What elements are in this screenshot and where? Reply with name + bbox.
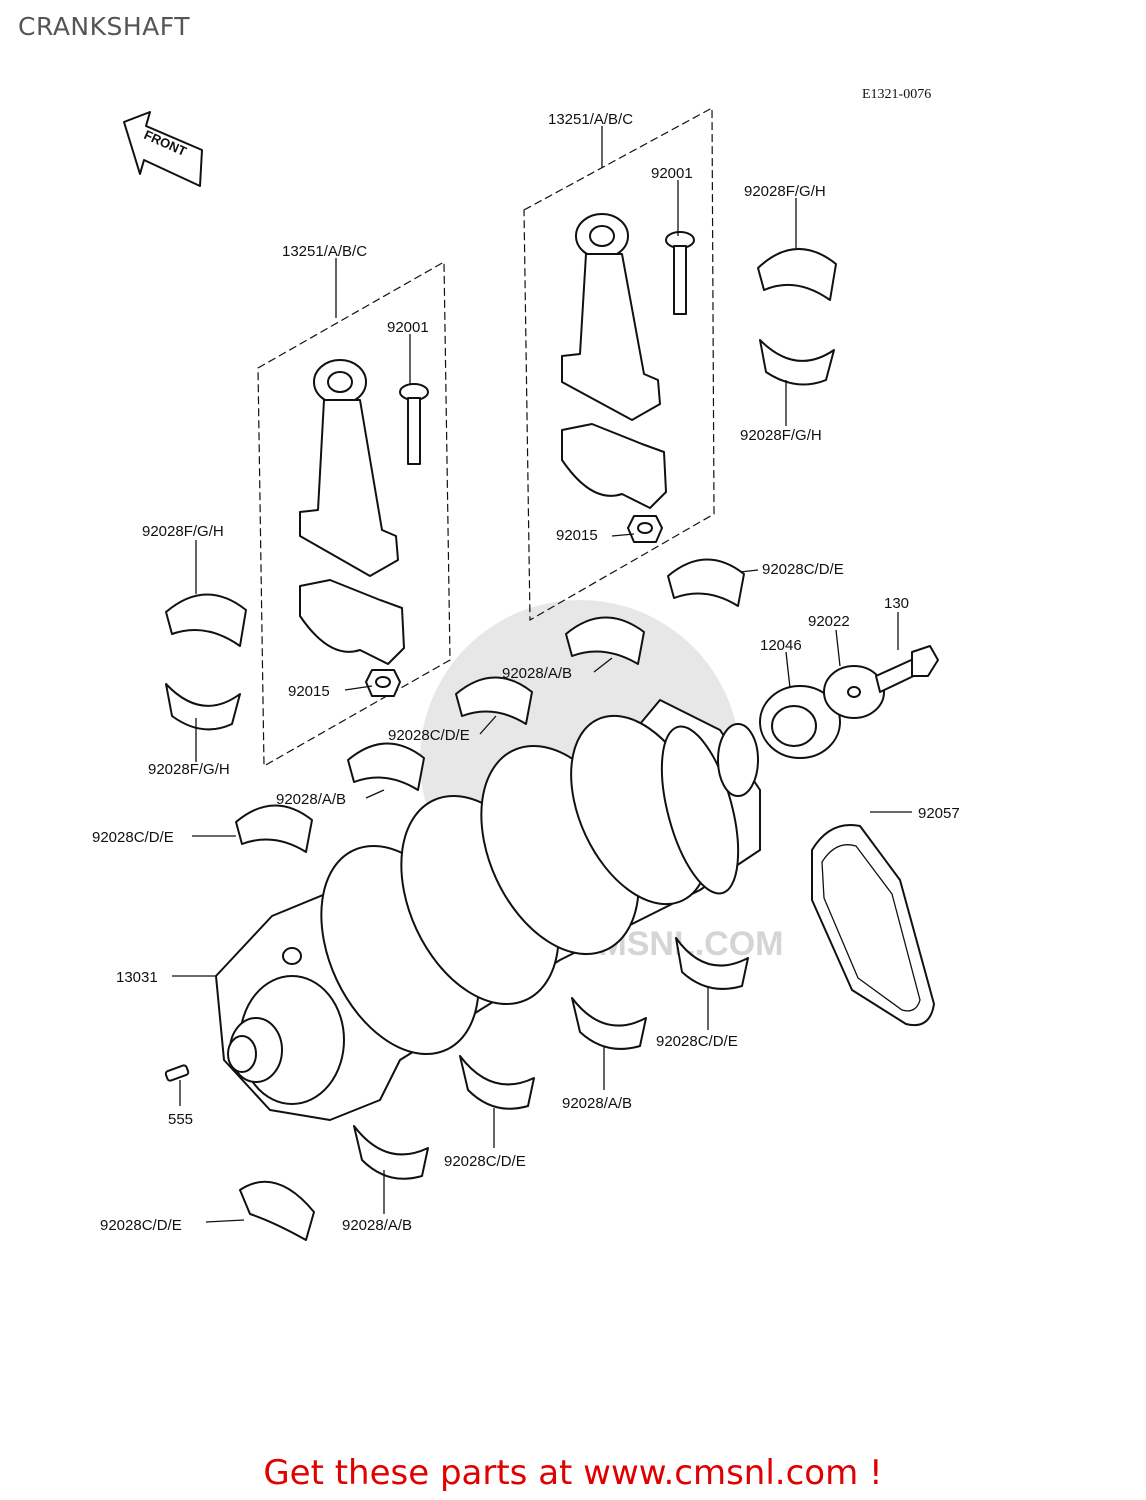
sprocket (759, 685, 841, 759)
main-bearing-lower-2 (571, 997, 647, 1050)
rod-bolt-left (399, 383, 429, 465)
rod-bearing-left-top (165, 593, 247, 647)
main-bearing-lower-5 (239, 1180, 315, 1241)
label-nut-left: 92015 (288, 683, 330, 700)
main-bearing-lower-3 (459, 1055, 535, 1110)
rod-group-left-box (257, 260, 451, 768)
page-title: CRANKSHAFT (18, 12, 190, 41)
rod-group-right-box (523, 106, 715, 622)
label-lb-cde-3: 92028C/D/E (100, 1217, 182, 1234)
rod-bearing-left-bottom (165, 683, 241, 731)
label-nut-right: 92015 (556, 527, 598, 544)
rod-bolt-right (665, 231, 695, 315)
label-bolt-right: 92001 (651, 165, 693, 182)
label-mb-ab-1: 92028/A/B (502, 665, 572, 682)
label-mb-cde-1: 92028C/D/E (762, 561, 844, 578)
rod-bearing-right-bottom (759, 339, 835, 386)
label-rb-fgh-bottom: 92028F/G/H (740, 427, 822, 444)
label-bolt-130: 130 (884, 595, 909, 612)
label-rb-fgh-top: 92028F/G/H (744, 183, 826, 200)
bolt-130 (875, 645, 939, 693)
leader-lines (172, 126, 912, 1223)
footer-link-text[interactable]: Get these parts at www.cmsnl.com ! (263, 1453, 883, 1493)
crankshaft (215, 699, 761, 1121)
label-mb-cde-2: 92028C/D/E (388, 727, 470, 744)
label-lb-fgh-top: 92028F/G/H (142, 523, 224, 540)
rod-nut-left (365, 669, 401, 697)
dowel-pin (164, 1064, 190, 1082)
main-bearing-upper-4 (347, 742, 425, 791)
rod-nut-right (627, 515, 663, 543)
main-bearing-upper-1 (667, 558, 745, 607)
label-bolt-left: 92001 (387, 319, 429, 336)
main-bearing-upper-3 (455, 676, 533, 725)
label-mb-cde-3: 92028C/D/E (92, 829, 174, 846)
front-arrow-icon: FRONT (123, 111, 203, 187)
connecting-rod-left (299, 359, 405, 665)
label-rod-right: 13251/A/B/C (548, 111, 633, 128)
label-washer: 92022 (808, 613, 850, 630)
diagram-code: E1321-0076 (862, 87, 931, 102)
crankshaft-exploded-diagram: WWW.CMSNL.COM E1321-0076 FRONT (92, 87, 960, 1241)
main-bearing-lower-4 (353, 1125, 429, 1180)
main-bearing-upper-5 (235, 804, 313, 853)
label-lb-fgh-bottom: 92028F/G/H (148, 761, 230, 778)
label-lb-ab-1: 92028/A/B (562, 1095, 632, 1112)
label-chain: 92057 (918, 805, 960, 822)
label-lb-cde-1: 92028C/D/E (656, 1033, 738, 1050)
rod-bearing-right-top (757, 248, 837, 301)
label-sprocket: 12046 (760, 637, 802, 654)
main-bearing-lower-1 (675, 937, 749, 990)
label-lb-cde-2: 92028C/D/E (444, 1153, 526, 1170)
connecting-rod-right (561, 213, 667, 509)
washer (823, 665, 885, 719)
cam-chain (811, 824, 935, 1026)
label-lb-ab-2: 92028/A/B (342, 1217, 412, 1234)
label-rod-left: 13251/A/B/C (282, 243, 367, 260)
label-crankshaft: 13031 (116, 969, 158, 986)
main-bearing-upper-2 (565, 616, 645, 665)
label-mb-ab-2: 92028/A/B (276, 791, 346, 808)
label-pin: 555 (168, 1111, 193, 1128)
